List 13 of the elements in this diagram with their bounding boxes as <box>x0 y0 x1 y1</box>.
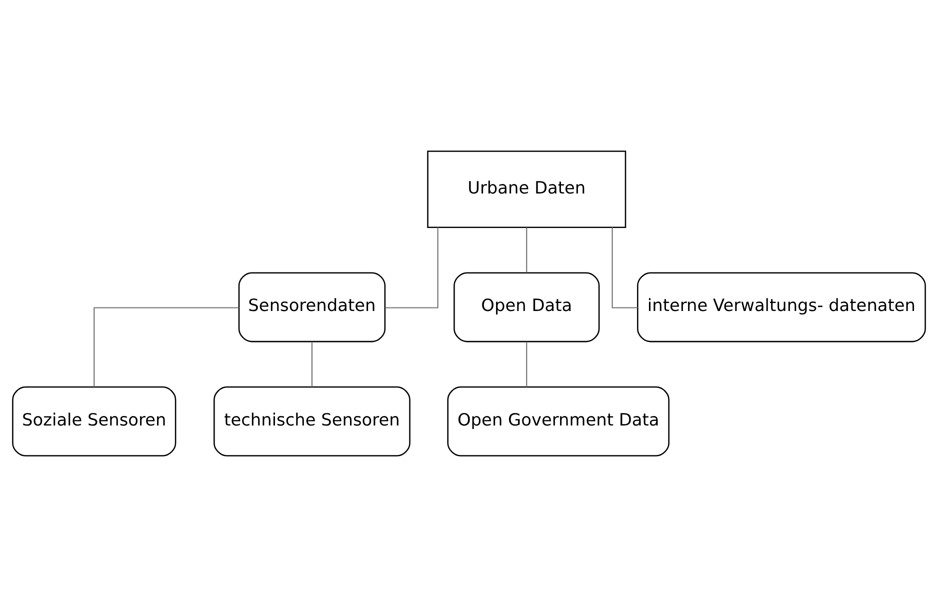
connector <box>526 341 528 386</box>
connector <box>526 227 528 272</box>
node-box: Open Data <box>454 272 600 342</box>
connector <box>612 226 638 308</box>
node-box: Open Government Data <box>447 386 670 456</box>
connector <box>311 341 312 386</box>
connector <box>94 306 239 386</box>
node-box: Urbane Daten <box>427 150 626 228</box>
node-box: technische Sensoren <box>214 386 410 456</box>
node-box: Sensorendaten <box>238 272 386 342</box>
connector <box>385 226 438 308</box>
node-box: Soziale Sensoren <box>12 386 176 456</box>
node-box: interne Verwaltungs- datenaten <box>637 272 926 342</box>
